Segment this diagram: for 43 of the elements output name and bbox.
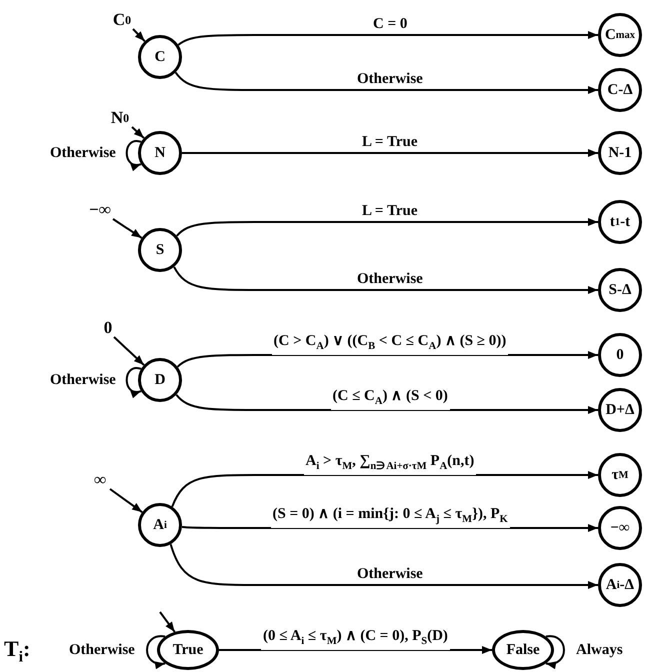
state-circle: 0 [598,333,642,377]
initial-value-text: 0 [100,317,116,339]
transition-arrow [174,72,598,94]
self-loop-arrow [126,367,142,398]
transition-arrow [176,394,598,414]
transition-arrow [219,646,492,654]
self-loop-arrow [146,635,166,668]
state-circle: N [138,131,182,175]
self-loop-arrow [546,635,565,668]
edge-label: (0 ≤ A$_{i}$ ≤ τ$_{M}$) ∧ (C = 0), P$_{S}$(D) [261,628,450,650]
initial-arrow [132,28,146,42]
initial-value-text: ∞ [88,469,112,491]
transition-arrow [176,218,598,237]
transition-arrow [178,31,598,46]
edge-label: Always [574,642,625,658]
state-circle: S-Δ [598,268,642,312]
transition-arrow [171,471,598,508]
initial-arrow [109,488,143,513]
transition-arrow [182,524,598,532]
initial-arrow [113,336,145,366]
transition-arrow [182,149,598,157]
state-circle: C-Δ [598,68,642,112]
state-circle: N-1 [598,131,642,175]
initial-arrow [112,218,142,239]
edge-label: (C > C$_{A}$) ∨ ((C$_{B}$ < C ≤ C$_{A}$) ∧ (S ≥ 0)) [272,333,508,355]
edge-label: (C ≤ C$_{A}$) ∧ (S < 0) [330,388,450,410]
edge-label: (S = 0) ∧ (i = min{j: 0 ≤ A$_{j}$ ≤ τ$_{M}$}), P$_{K}$ [270,506,510,528]
state-circle: True [157,630,219,670]
transition-arrow [176,351,598,368]
initial-value-text: −∞ [85,199,115,221]
state-circle: C [138,35,182,79]
initial-arrow [159,611,176,633]
state-circle: S [138,228,182,272]
transition-arrow [170,544,598,589]
initial-arrow [131,126,145,139]
state-circle: D [138,358,182,402]
transition-arrow [173,266,598,294]
state-circle: False [492,630,554,670]
self-loop-arrow [126,140,142,170]
state-circle: −∞ [598,506,642,550]
edge-label: A$_{i}$ > τ$_{M}$, ∑$_{n∋Ai+σ·τM}$ P$_{A}$(n,t) [304,453,476,475]
variable-label: T$_{i}$: [4,636,30,666]
state-circle: D+Δ [598,388,642,432]
